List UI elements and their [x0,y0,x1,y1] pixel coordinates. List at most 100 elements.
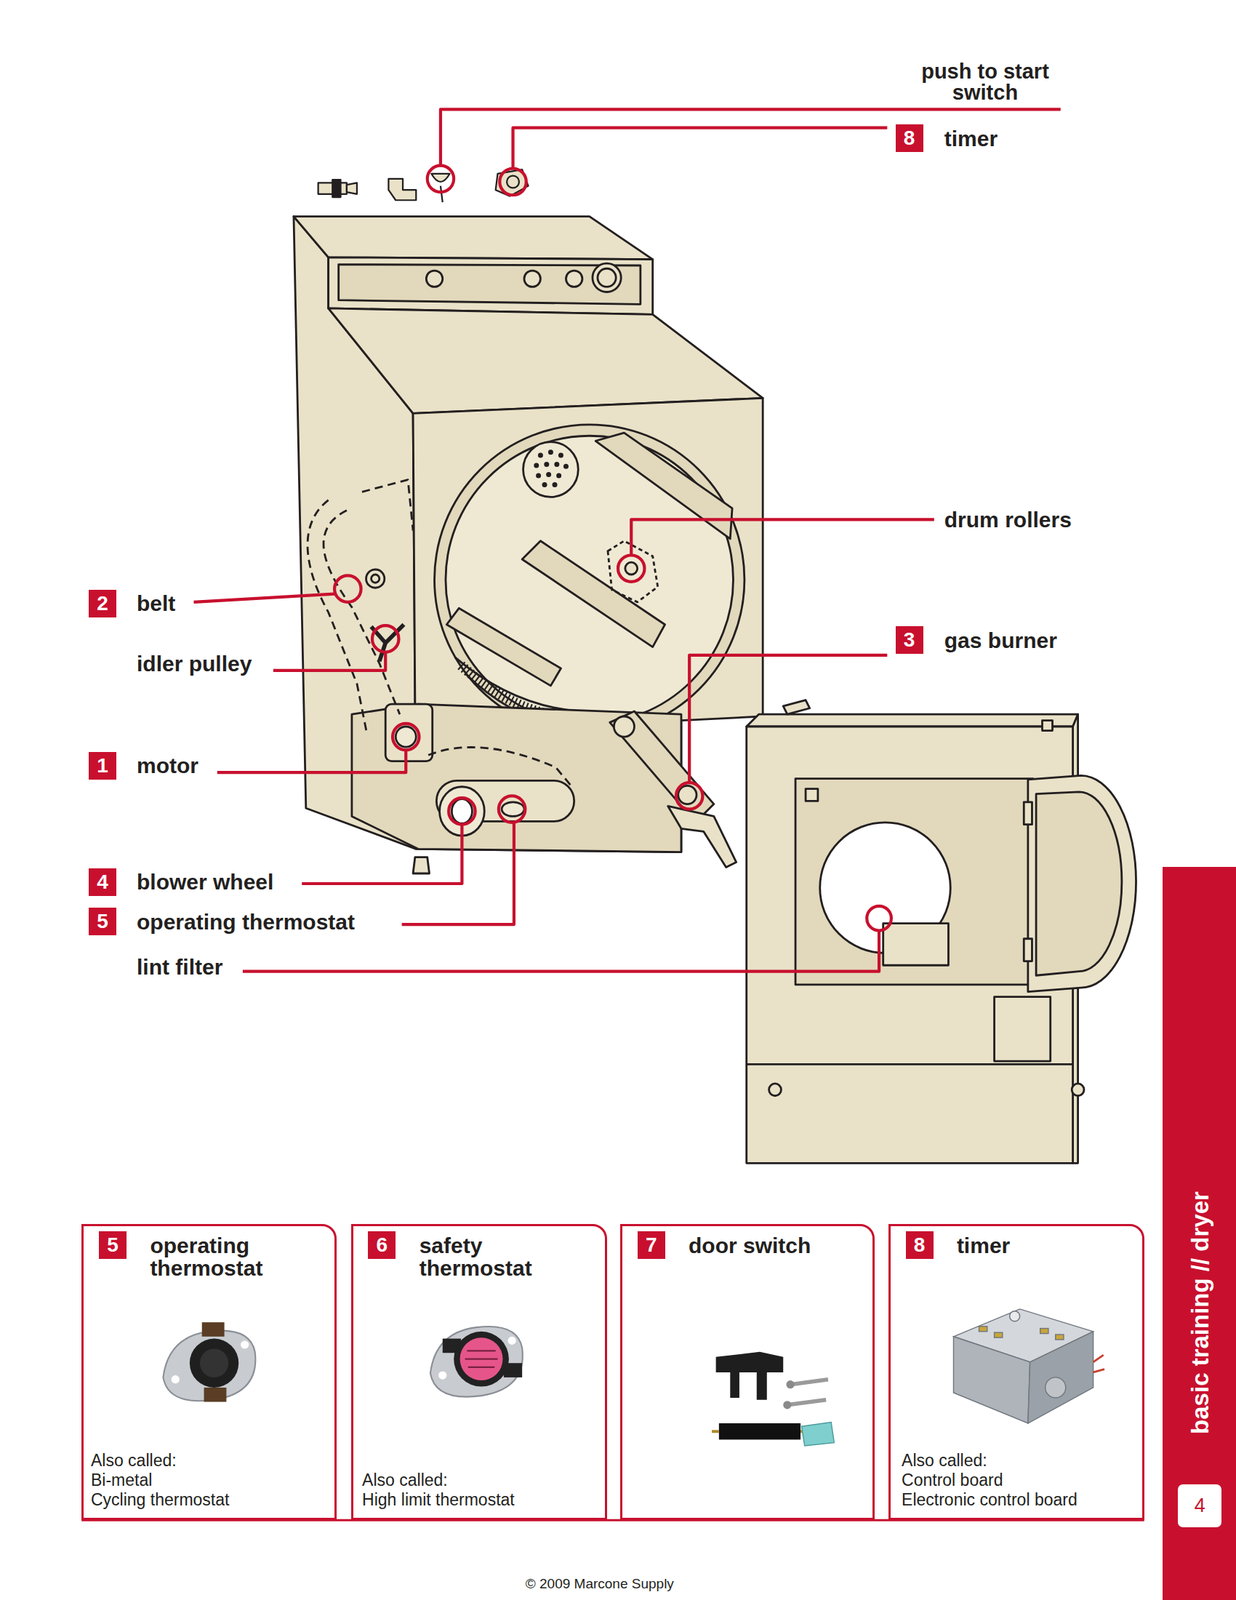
lint-filter [883,923,949,966]
belt-hidden [428,746,571,786]
leader-line [440,109,1061,166]
screw [769,1083,782,1096]
door-inner [1036,791,1122,975]
callout-ring [498,795,525,822]
part-icons [318,169,529,203]
part-title: timer [956,1233,1114,1257]
gas-burner-tube [610,711,714,823]
pulley-hub [371,574,380,583]
part-name: lint filter [136,953,223,980]
console-front [328,257,653,315]
callout-number: 8 [905,1230,934,1259]
burner-port [678,785,697,804]
page-number: 4 [1194,1494,1206,1517]
callout-number: 5 [98,1230,127,1259]
callout-ring [392,723,419,750]
panel-face [746,726,1074,1163]
motor-body [385,703,433,762]
alias-text: High limit thermostat [362,1489,515,1510]
push-switch-icon [431,173,450,203]
section-tab: basic training // dryer4 [1162,866,1236,1600]
door-recess [795,778,1034,985]
knob [524,270,541,287]
part-name: belt [136,591,176,617]
part-title: safety thermostat [419,1233,576,1279]
also-called-list: Also called:Bi-metalCycling thermostat [90,1450,230,1510]
alias-text: Control board [901,1470,1078,1490]
leveling-foot [412,857,429,874]
clip-icon [783,700,810,715]
knob [597,268,616,287]
leader-line [513,127,888,169]
drum-roller [625,562,638,575]
burner-valve [613,716,634,737]
door [1028,775,1137,991]
leader-line [402,822,515,925]
callout-ring [866,905,892,931]
lint-vent [523,442,579,498]
knob [565,270,582,287]
callout-number: 8 [895,124,924,152]
alias-text: Also called: [90,1450,230,1471]
leader-line [194,594,336,603]
access-plate [994,996,1051,1061]
part-name: push to start switch [911,61,1061,104]
callout-ring [334,575,361,602]
blower-hub [451,799,472,824]
duct-hidden [307,479,413,736]
baffle [522,540,665,648]
callout-number: 7 [637,1230,666,1259]
panel-top [746,713,1079,727]
part-name: timer [944,126,998,152]
kick-panel-edge [746,1062,1074,1066]
door-switch-photo [711,1351,834,1446]
part-title: operating thermostat [149,1233,307,1279]
knob [426,270,443,287]
alias-text: Also called: [362,1470,515,1490]
leader-line [273,652,386,671]
leader-line [301,824,462,884]
alias-text: Also called: [901,1450,1078,1471]
timer-knob [506,175,520,189]
callout-number: 5 [88,907,117,935]
hinge [1023,801,1032,825]
page-number-box: 4 [1177,1483,1222,1527]
alias-text: Cycling thermostat [90,1489,230,1510]
copyright-note: © 2009 Marcone Supply [525,1575,674,1592]
callout-ring [676,782,703,809]
baffle [446,607,561,686]
alias-text: Electronic control board [901,1489,1078,1510]
callout-number: 4 [88,868,117,896]
cabinet-top [328,308,764,413]
alias-text: Bi-metal [90,1470,230,1490]
callout-ring [499,168,526,195]
also-called-list: Also called:High limit thermostat [362,1470,515,1510]
leader-line [631,519,935,555]
clip [1041,720,1053,731]
door-catch [805,788,818,802]
part-name: operating thermostat [136,909,355,935]
callout-ring [372,625,399,652]
callout-number: 2 [88,589,117,618]
baffle [595,432,733,539]
part-name: drum rollers [944,507,1072,533]
bracket [668,805,737,867]
callout-number: 3 [895,625,924,654]
callout-ring [618,554,645,581]
screw [1071,1083,1085,1096]
leader-lines [81,109,1145,1520]
hinge [1023,938,1032,962]
callout-ring [448,797,475,824]
vent-holes [533,449,569,488]
switch-icon [332,179,341,198]
part-name: gas burner [944,628,1058,654]
switch-icon [346,182,357,194]
part-card: timerAlso called:Control boardElectronic… [888,1223,1145,1520]
dryer-cabinet [293,216,763,874]
part-title: door switch [688,1233,845,1257]
front-panel [746,700,1137,1164]
part-card: door switch [620,1223,876,1520]
